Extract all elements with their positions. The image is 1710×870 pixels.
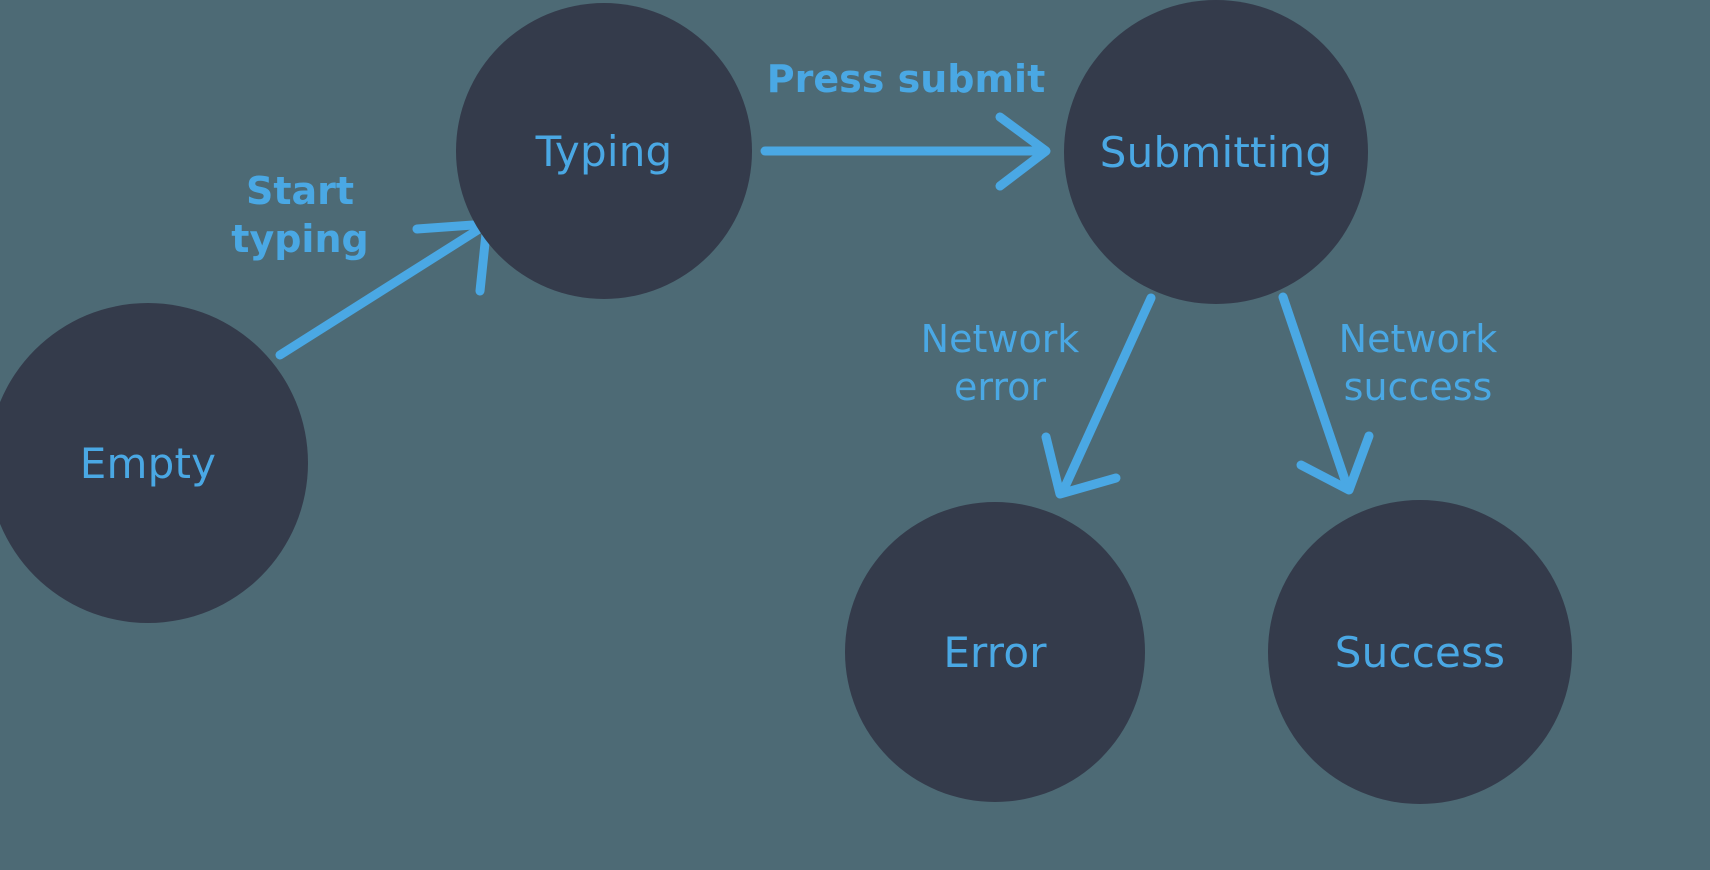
- state-node-success[interactable]: Success: [1268, 500, 1572, 804]
- edge-label-line: success: [1343, 364, 1493, 409]
- edge-label-line: error: [954, 364, 1046, 409]
- edge-label-press-submit: Press submit: [726, 56, 1086, 104]
- edge-label-line: typing: [231, 216, 369, 261]
- state-node-submitting[interactable]: Submitting: [1064, 0, 1368, 304]
- state-node-empty[interactable]: Empty: [0, 303, 308, 623]
- edge-network-success: [1278, 292, 1374, 495]
- state-node-label: Success: [1334, 627, 1506, 677]
- edge-label-start-typing: Start typing: [180, 168, 420, 263]
- state-node-error[interactable]: Error: [845, 502, 1145, 802]
- state-node-label: Typing: [535, 126, 673, 176]
- edge-label-line: Network: [920, 317, 1080, 361]
- state-node-label: Submitting: [1099, 127, 1333, 177]
- state-node-label: Empty: [79, 438, 217, 488]
- edge-label-line: Network: [1338, 317, 1498, 361]
- edge-label-line: Start: [245, 169, 355, 213]
- edge-label-network-success: Network success: [1298, 316, 1538, 411]
- state-node-typing[interactable]: Typing: [456, 3, 752, 299]
- state-node-label: Error: [943, 627, 1047, 677]
- edge-label-network-error: Network error: [880, 316, 1120, 411]
- edge-network-error: [1041, 293, 1156, 499]
- edge-press-submit: [760, 112, 1051, 191]
- edge-label-line: Press submit: [766, 57, 1046, 101]
